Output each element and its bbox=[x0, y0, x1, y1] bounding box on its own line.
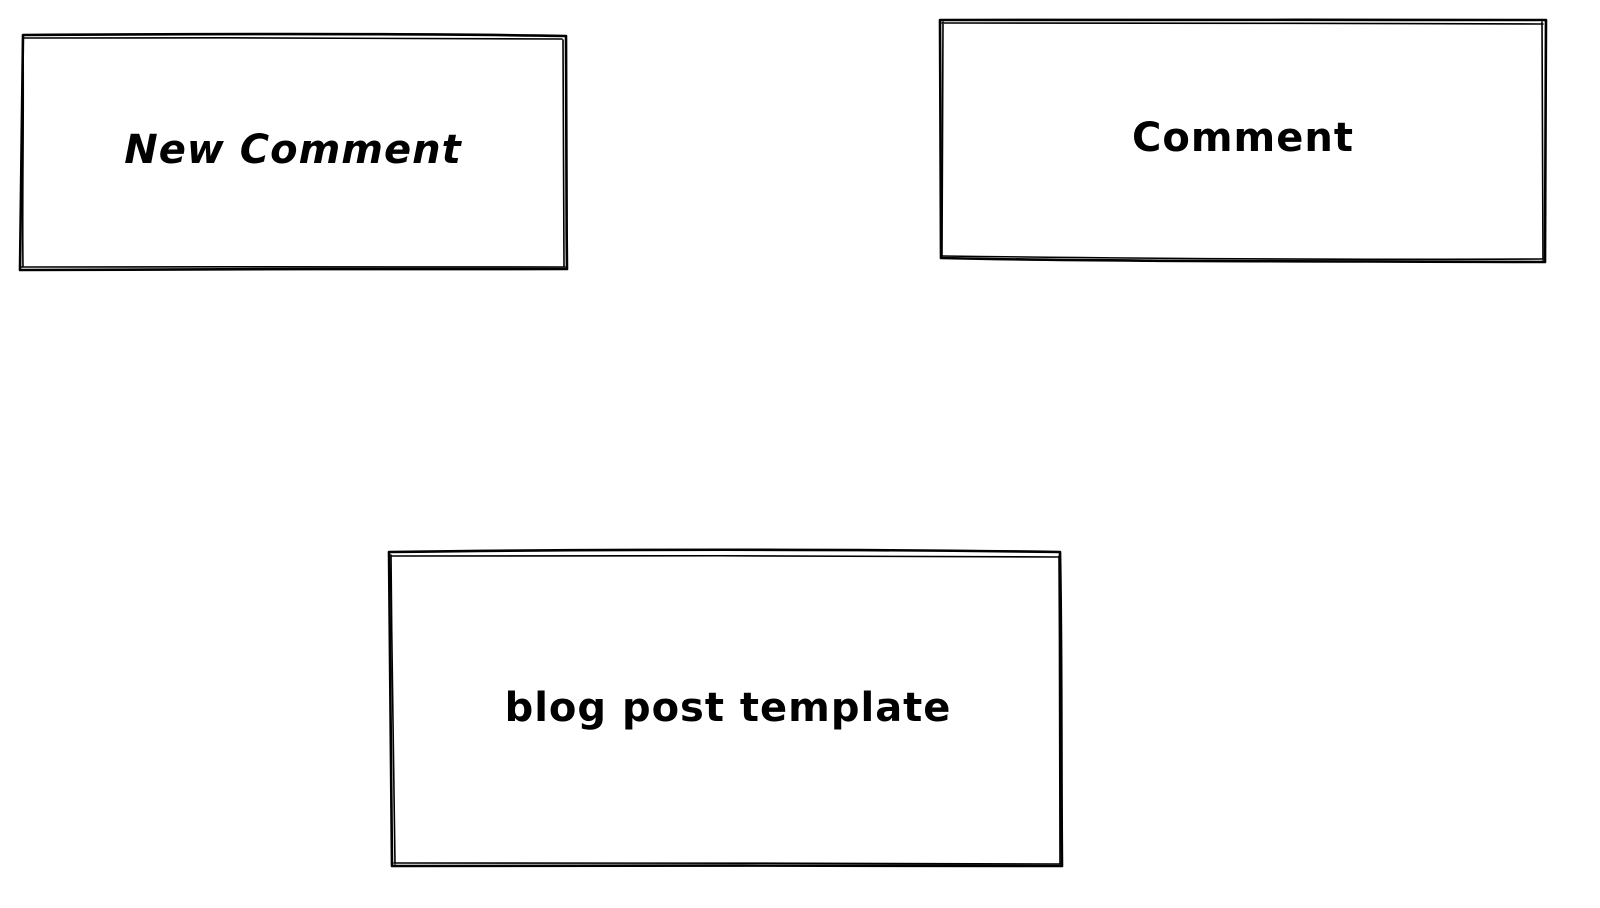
node-new-comment-border bbox=[18, 32, 569, 272]
node-new-comment-border-overstroke bbox=[20, 36, 566, 269]
node-comment[interactable]: Comment bbox=[938, 18, 1548, 264]
node-blog-post-template-border-overstroke bbox=[390, 554, 1062, 865]
node-comment-border-overstroke bbox=[941, 21, 1545, 261]
node-label-comment: Comment bbox=[1132, 115, 1354, 161]
node-comment-border bbox=[938, 18, 1548, 264]
node-blog-post-template-border bbox=[387, 548, 1064, 868]
node-label-new-comment: New Comment bbox=[124, 127, 462, 173]
node-new-comment[interactable]: New Comment bbox=[18, 32, 569, 272]
node-blog-post-template[interactable]: blog post template bbox=[387, 548, 1064, 868]
node-label-blog-post-template: blog post template bbox=[505, 685, 952, 731]
